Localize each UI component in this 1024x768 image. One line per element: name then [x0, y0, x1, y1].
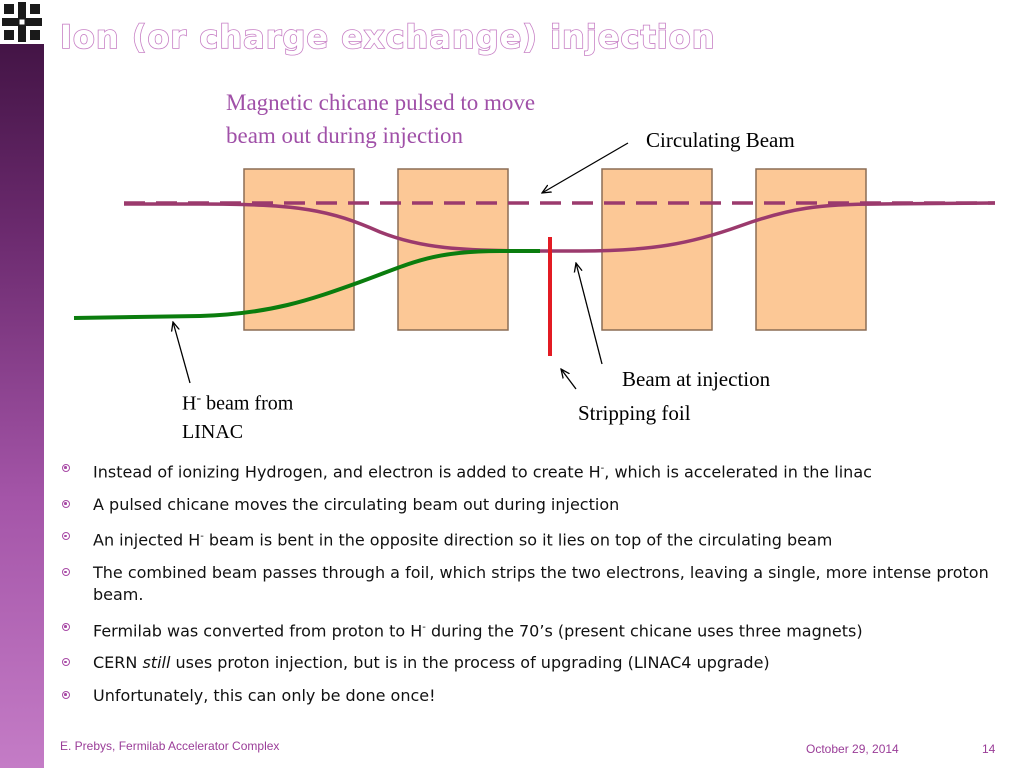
circulating-beam-arrow — [542, 142, 629, 193]
slide-title: Ion (or charge exchange) injection — [59, 17, 716, 57]
bullet-item: An injected H- beam is bent in the oppos… — [60, 526, 990, 551]
bullet-item: A pulsed chicane moves the circulating b… — [60, 494, 990, 516]
h-minus-label: H- beam from LINAC — [182, 385, 293, 446]
bullet-item: Fermilab was converted from proton to H-… — [60, 617, 990, 642]
footer-date: October 29, 2014 — [806, 742, 899, 756]
logo-box — [0, 0, 44, 44]
stripping-foil-label: Stripping foil — [578, 401, 691, 425]
bullet-item: Unfortunately, this can only be done onc… — [60, 685, 990, 707]
bullet-item: CERN still uses proton injection, but is… — [60, 652, 990, 674]
footer-page-number: 14 — [982, 742, 996, 756]
h-minus-label-h: H — [182, 392, 197, 415]
beam-at-injection-label: Beam at injection — [622, 367, 771, 391]
circulating-beam-label: Circulating Beam — [646, 128, 795, 152]
magnet-4 — [755, 168, 867, 331]
h-minus-label-line2: LINAC — [182, 420, 244, 443]
h-minus-label-rest: beam from — [201, 392, 294, 415]
bullet-item: The combined beam passes through a foil,… — [60, 562, 990, 606]
chicane-diagram — [73, 142, 996, 390]
bullet-item: Instead of ionizing Hydrogen, and electr… — [60, 458, 990, 483]
bullet-list: Instead of ionizing Hydrogen, and electr… — [60, 458, 990, 717]
injection-beam-arrow — [576, 263, 603, 365]
bullet-icon — [62, 532, 70, 541]
h-minus-label-sup: - — [196, 391, 202, 406]
bullet-icon — [62, 499, 70, 508]
slide-sidebar — [0, 0, 44, 768]
bullet-icon — [62, 658, 70, 667]
h-minus-arrow — [173, 322, 191, 384]
stripping-foil-arrow — [561, 369, 577, 390]
magnet-1 — [243, 168, 355, 331]
fermilab-logo-icon — [2, 2, 42, 42]
chicane-label-line2: beam out during injection — [226, 123, 463, 148]
chicane-label-line1: Magnetic chicane pulsed to move — [226, 90, 536, 115]
chicane-label: Magnetic chicane pulsed to move beam out… — [226, 86, 535, 152]
h-minus-beam-path — [73, 249, 540, 320]
bullet-icon — [62, 464, 70, 472]
bullet-icon — [62, 690, 70, 699]
footer-author: E. Prebys, Fermilab Accelerator Complex — [60, 739, 280, 753]
bullet-icon — [62, 622, 70, 631]
bullet-icon — [62, 568, 70, 577]
